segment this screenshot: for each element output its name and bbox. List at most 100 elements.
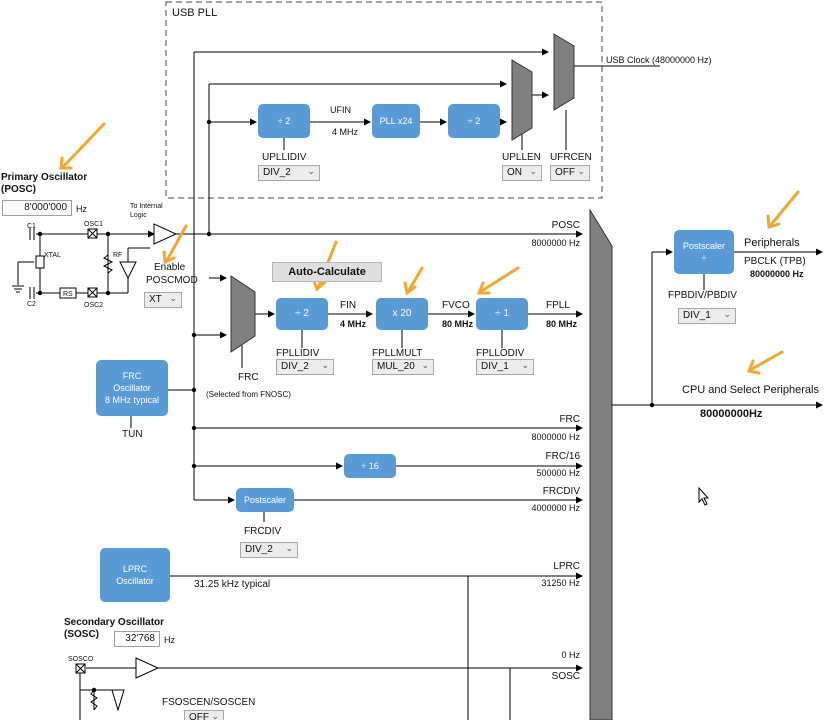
enable-label: Enable [154, 262, 186, 273]
chevron-down-icon: ⌄ [577, 166, 585, 176]
sosc-output-label: SOSC [551, 671, 580, 682]
chevron-down-icon: ⌄ [169, 293, 177, 303]
fpllmult-label: FPLLMULT [372, 348, 423, 359]
cpu-peripherals-label: CPU and Select Peripherals [682, 384, 819, 396]
posc-frequency-input[interactable]: 8'000'000 [2, 200, 72, 216]
upllidiv-value: DIV_2 [263, 167, 291, 178]
pbclk-label: PBCLK (TPB) [744, 256, 806, 267]
upllen-mux [511, 59, 533, 141]
frcdiv-value: DIV_2 [245, 544, 273, 555]
posc-freq-unit: Hz [76, 204, 87, 214]
fpllodiv-dropdown[interactable]: DIV_1 ⌄ [476, 359, 534, 375]
fpllmult-value: MUL_20 [377, 361, 415, 372]
peripherals-label: Peripherals [744, 237, 800, 249]
chevron-down-icon: ⌄ [307, 166, 315, 176]
osc2-pin-label: OSC2 [84, 302, 104, 309]
poscmod-label: POSCMOD [146, 275, 198, 286]
poscmod-value: XT [149, 294, 162, 305]
frc-postscaler-block: Postscaler [236, 488, 294, 512]
usb-pll-x24-block: PLL x24 [372, 104, 420, 138]
fpllmult-multiplier-block: x 20 [376, 298, 428, 330]
ufin-label: UFIN [330, 105, 351, 115]
ufrcen-label: UFRCEN [550, 152, 592, 163]
chevron-down-icon: ⌄ [521, 360, 529, 370]
peripheral-postscaler-block: Postscaler ÷ [674, 230, 734, 274]
fvco-freq: 80 MHz [442, 319, 474, 329]
auto-calculate-button[interactable]: Auto-Calculate [272, 262, 382, 282]
ufin-freq: 4 MHz [332, 127, 359, 137]
c1-label: C1 [27, 223, 36, 230]
sosc-frequency-input[interactable]: 32'768 [114, 631, 160, 647]
frc-oscillator-block: FRC Oscillator 8 MHz typical [96, 360, 168, 416]
fpllodiv-label: FPLLODIV [476, 348, 525, 359]
upllidiv-dropdown[interactable]: DIV_2 ⌄ [258, 165, 320, 181]
usb-pll-title: USB PLL [172, 7, 218, 19]
osc1-pin-label: OSC1 [84, 221, 104, 228]
lprc-oscillator-block: LPRC Oscillator [100, 548, 170, 602]
system-clock-mux [589, 208, 613, 720]
fpllmult-dropdown[interactable]: MUL_20 ⌄ [372, 359, 434, 375]
frcdiv-label: FRCDIV [244, 526, 282, 537]
mouse-cursor [698, 486, 710, 506]
fin-label: FIN [340, 300, 357, 311]
sosc-freq-unit: Hz [164, 635, 175, 645]
rs-label: RS [63, 291, 73, 298]
ufrcen-mux [553, 33, 575, 111]
upllen-value: ON [507, 167, 522, 178]
upllen-dropdown[interactable]: ON ⌄ [502, 165, 542, 181]
pll-mux-label: FRC [238, 372, 259, 383]
chevron-down-icon: ⌄ [211, 711, 219, 720]
poscmod-dropdown[interactable]: XT ⌄ [144, 292, 182, 308]
upllidiv-label: UPLLIDIV [262, 152, 307, 163]
frc-output-freq: 8000000 Hz [531, 432, 580, 442]
fpllidiv-label: FPLLIDIV [276, 348, 320, 359]
fpllidiv-value: DIV_2 [281, 361, 309, 372]
frcdiv-output-freq: 4000000 Hz [531, 503, 580, 513]
frcdiv-dropdown[interactable]: DIV_2 ⌄ [240, 542, 298, 558]
sosco-pin-label: SOSCO [68, 656, 94, 663]
tun-label: TUN [122, 429, 143, 440]
fsoscen-dropdown[interactable]: OFF⌄ [184, 710, 224, 720]
chevron-down-icon: ⌄ [529, 166, 537, 176]
fin-freq: 4 MHz [340, 319, 367, 329]
lprc-output-freq: 31250 Hz [541, 578, 580, 588]
pll-mux-note: (Selected from FNOSC) [206, 390, 291, 399]
rf-label: RF [113, 252, 123, 259]
fpllidiv-dropdown[interactable]: DIV_2⌄ [276, 359, 334, 375]
posc-output-label: POSC [551, 220, 580, 231]
upllen-label: UPLLEN [502, 152, 541, 163]
fpbdiv-dropdown[interactable]: DIV_1 ⌄ [678, 308, 736, 324]
fpll-label: FPLL [546, 300, 570, 311]
lprc-typical-label: 31.25 kHz typical [194, 579, 271, 590]
frcdiv-output-label: FRCDIV [542, 486, 580, 497]
fpbdiv-value: DIV_1 [683, 310, 711, 321]
usb-pll-frame [165, 1, 603, 199]
frc16-output-label: FRC/16 [545, 451, 580, 462]
frc-div16-block: ÷ 16 [344, 454, 396, 478]
pll-input-mux [230, 275, 256, 353]
fpbdiv-label: FPBDIV/PBDIV [668, 290, 737, 301]
cpu-freq: 80000000Hz [700, 408, 763, 420]
fpllodiv-value: DIV_1 [481, 361, 509, 372]
c2-label: C2 [27, 301, 36, 308]
fsoscen-label: FSOSCEN/SOSCEN [162, 697, 256, 708]
fsoscen-value: OFF [189, 712, 209, 720]
fpllidiv-divider-block: ÷ 2 [276, 298, 328, 330]
frc16-output-freq: 500000 Hz [536, 468, 580, 478]
chevron-down-icon: ⌄ [421, 360, 429, 370]
sosc-title: Secondary Oscillator (SOSC) [64, 617, 165, 640]
fpll-freq: 80 MHz [546, 319, 578, 329]
chevron-down-icon: ⌄ [723, 309, 731, 319]
fvco-label: FVCO [442, 300, 470, 311]
sosc-output-freq: 0 Hz [561, 650, 580, 660]
pbclk-freq: 80000000 Hz [750, 269, 804, 279]
frc-output-label: FRC [559, 414, 580, 425]
chevron-down-icon: ⌄ [285, 543, 293, 553]
to-internal-logic-label: To Internal Logic [130, 203, 163, 219]
ufrcen-dropdown[interactable]: OFF⌄ [550, 165, 590, 181]
fpllodiv-divider-block: ÷ 1 [476, 298, 528, 330]
lprc-output-label: LPRC [553, 561, 580, 572]
ufrcen-value: OFF [555, 167, 575, 178]
